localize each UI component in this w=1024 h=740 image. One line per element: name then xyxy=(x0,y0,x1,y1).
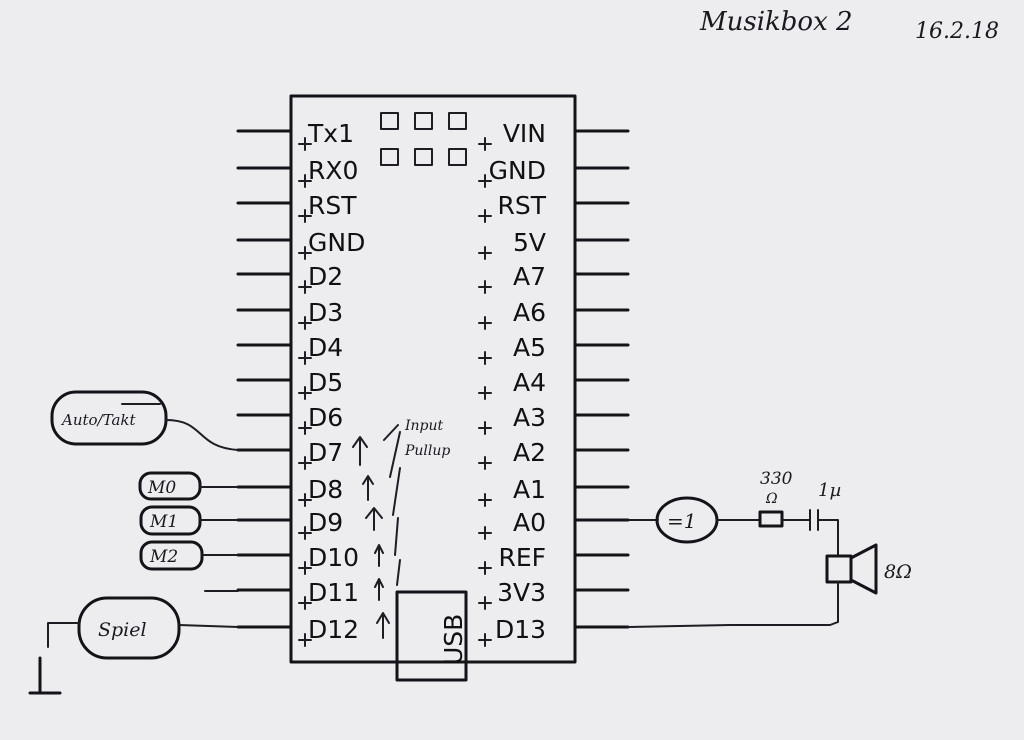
pin-marker xyxy=(298,526,312,540)
pin-marker xyxy=(298,316,312,330)
speaker xyxy=(825,554,853,584)
right-pin-label: A5 xyxy=(513,333,546,362)
right-pin-label: A3 xyxy=(513,403,546,432)
pin-marker xyxy=(478,456,492,470)
right-pin-label: A7 xyxy=(513,262,546,291)
pin-marker xyxy=(478,174,492,188)
right-pin-label: 5V xyxy=(513,228,546,257)
pin-marker xyxy=(478,493,492,507)
pin-marker xyxy=(298,561,312,575)
ground-symbol xyxy=(28,656,62,695)
pin-marker xyxy=(478,137,492,151)
input-pullup-label-2: Pullup xyxy=(404,443,450,459)
pin-marker xyxy=(298,386,312,400)
pin-marker xyxy=(298,493,312,507)
pin-marker xyxy=(478,246,492,260)
left-pin-label: D9 xyxy=(308,508,343,537)
svg-text:M1: M1 xyxy=(149,512,178,532)
spiel-switch: Spiel xyxy=(28,596,239,695)
icsp-pad xyxy=(380,112,399,130)
icsp-pad xyxy=(448,112,467,130)
left-pin-label: GND xyxy=(308,228,365,257)
usb-connector xyxy=(395,590,468,682)
m1-switch: M1 xyxy=(139,505,239,536)
icsp-pad xyxy=(414,148,433,166)
left-pin-label: D8 xyxy=(308,475,343,504)
left-pin-label: D6 xyxy=(308,403,343,432)
right-pin-label: RST xyxy=(497,191,546,220)
svg-text:=1: =1 xyxy=(667,509,696,533)
right-pin-label: A1 xyxy=(513,475,546,504)
pin-marker xyxy=(298,209,312,223)
left-pin-label: RST xyxy=(308,191,357,220)
pin-marker xyxy=(478,386,492,400)
pin-marker xyxy=(298,246,312,260)
resistor xyxy=(758,510,784,528)
right-pin-label: GND xyxy=(489,156,546,185)
left-pin-label: D10 xyxy=(308,543,359,572)
left-pin-label: D4 xyxy=(308,333,343,362)
svg-text:8Ω: 8Ω xyxy=(884,561,912,583)
left-pin-label: D3 xyxy=(308,298,343,327)
pin-marker xyxy=(478,633,492,647)
svg-text:M0: M0 xyxy=(147,478,176,498)
pin-marker xyxy=(478,561,492,575)
left-pin-label: D12 xyxy=(308,615,359,644)
right-pin-label: 3V3 xyxy=(497,578,546,607)
left-pin-label: Tx1 xyxy=(307,119,354,148)
output-circuit: =1 330 Ω 1µ 8Ω xyxy=(627,469,912,628)
header-pads xyxy=(380,112,467,166)
svg-text:Ω: Ω xyxy=(765,491,778,507)
pin-marker xyxy=(298,174,312,188)
svg-text:1µ: 1µ xyxy=(818,480,841,501)
pin-marker xyxy=(478,526,492,540)
pin-marker xyxy=(298,421,312,435)
usb-label: USB xyxy=(439,614,468,665)
pin-marker xyxy=(298,351,312,365)
left-pin-label: D7 xyxy=(308,438,343,467)
pin-marker xyxy=(478,316,492,330)
pin-marker xyxy=(478,421,492,435)
right-pin-label: VIN xyxy=(503,119,546,148)
capacitor xyxy=(781,509,839,557)
input-pullup-label-1: Input xyxy=(404,418,444,434)
pullup-arrows xyxy=(352,424,401,639)
m2-switch: M2 xyxy=(139,540,239,571)
pin-marker xyxy=(478,596,492,610)
title-text: Musikbox 2 xyxy=(699,7,853,37)
icsp-pad xyxy=(448,148,467,166)
svg-text:Spiel: Spiel xyxy=(98,619,147,641)
svg-text:Auto/Takt: Auto/Takt xyxy=(60,411,136,429)
auto-takt-switch: Auto/Takt xyxy=(50,390,239,451)
right-pin-label: A2 xyxy=(513,438,546,467)
pin-marker xyxy=(478,351,492,365)
left-pin-label: D5 xyxy=(308,368,343,397)
right-pin-label: REF xyxy=(498,543,546,572)
left-pin-label: D2 xyxy=(308,262,343,291)
icsp-pad xyxy=(414,112,433,130)
left-pin-label: RX0 xyxy=(308,156,358,185)
date-text: 16.2.18 xyxy=(915,19,999,44)
m0-switch: M0 xyxy=(138,471,239,501)
pin-marker xyxy=(298,456,312,470)
svg-text:330: 330 xyxy=(760,469,793,489)
right-pin-label: A0 xyxy=(513,508,546,537)
right-pin-label: A6 xyxy=(513,298,546,327)
pin-marker xyxy=(478,209,492,223)
pin-marker xyxy=(298,633,312,647)
right-pin-label: A4 xyxy=(513,368,546,397)
icsp-pad xyxy=(380,148,399,166)
pin-marker xyxy=(478,280,492,294)
right-pin-label: D13 xyxy=(495,615,546,644)
left-pin-label: D11 xyxy=(308,578,359,607)
pin-marker xyxy=(298,596,312,610)
pin-marker xyxy=(298,280,312,294)
svg-text:M2: M2 xyxy=(149,547,178,567)
pin-marker xyxy=(298,137,312,151)
